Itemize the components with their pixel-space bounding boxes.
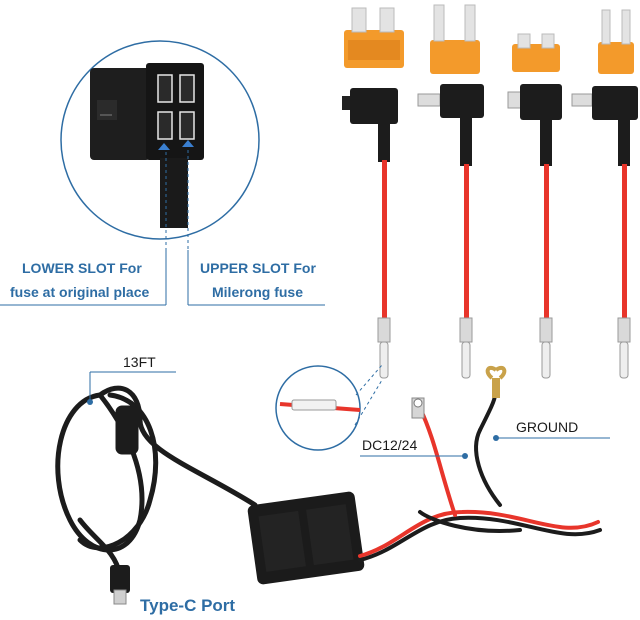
ground-fork-terminal	[485, 365, 507, 398]
fuse-holder-4	[571, 86, 638, 379]
fuse-mini	[430, 4, 480, 74]
type-c-port-label: Type-C Port	[140, 596, 236, 615]
fuse-holder-3	[507, 84, 562, 379]
fuse-low-profile	[512, 33, 560, 72]
fuse-holder-1	[342, 88, 398, 379]
lower-slot-label-line1: LOWER SLOT For	[22, 260, 142, 276]
fuse-standard	[344, 7, 404, 68]
fuse-tap-closeup	[60, 40, 260, 240]
ground-label: GROUND	[516, 419, 579, 435]
cable-length-label: 13FT	[123, 354, 156, 370]
type-c-cable	[55, 385, 258, 578]
splice-closeup	[275, 364, 383, 451]
power-converter-box	[247, 491, 365, 585]
upper-slot-label-line2: Milerong fuse	[212, 284, 304, 300]
fuse-micro2	[598, 9, 634, 74]
dc-input-label: DC12/24	[362, 437, 418, 453]
dc-input-terminal	[411, 397, 425, 419]
upper-slot-label-line1: UPPER SLOT For	[200, 260, 316, 276]
fuse-holder-2	[417, 84, 484, 379]
lower-slot-label-line2: fuse at original place	[10, 284, 150, 300]
type-c-plug	[110, 565, 130, 605]
